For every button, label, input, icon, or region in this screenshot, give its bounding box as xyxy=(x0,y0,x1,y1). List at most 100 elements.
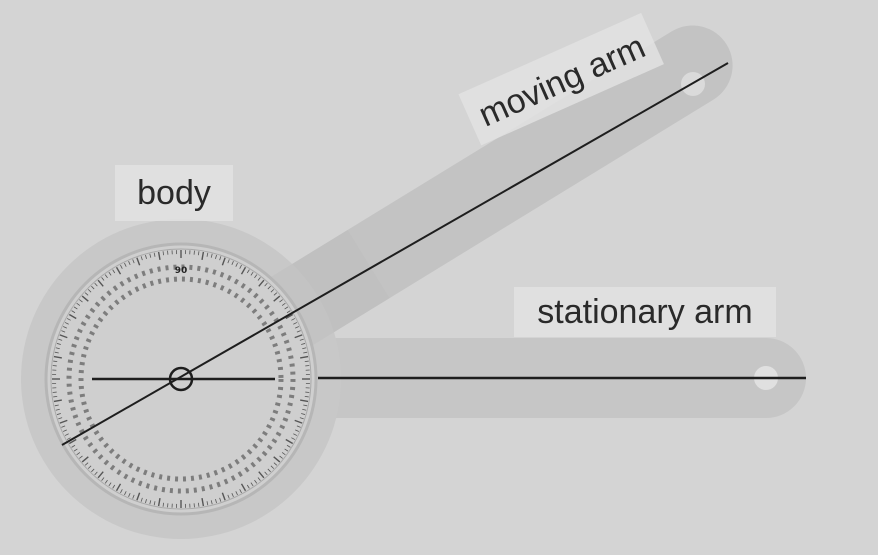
dial-tick xyxy=(198,251,200,256)
dial-tick xyxy=(240,266,247,275)
dial-tick xyxy=(59,419,68,424)
dial-tick xyxy=(153,252,156,257)
dial-tick xyxy=(128,493,131,498)
dial-tick xyxy=(58,417,63,420)
dial-tick xyxy=(250,271,254,276)
dial-tick xyxy=(124,262,127,267)
dial-tick xyxy=(221,257,226,266)
dial-tick xyxy=(257,477,261,481)
dial-tick xyxy=(136,257,141,266)
dial-scale-ring xyxy=(78,276,284,482)
dial-tick xyxy=(286,444,291,448)
dial-tick xyxy=(227,494,230,499)
dial-tick xyxy=(296,425,301,428)
dial-tick xyxy=(53,360,58,362)
dial-tick xyxy=(254,479,258,484)
dial-tick xyxy=(76,302,81,306)
dial-tick xyxy=(54,404,59,407)
dial-tick xyxy=(97,471,104,479)
dial-tick xyxy=(53,355,62,359)
dial-tick xyxy=(157,251,161,260)
dial-tick xyxy=(112,484,116,489)
dial-tick xyxy=(299,338,304,341)
dial-tick xyxy=(62,429,67,432)
dial-tick xyxy=(215,499,217,504)
dial-tick xyxy=(264,471,268,476)
dial-tick xyxy=(91,468,95,473)
dial-tick xyxy=(79,455,83,459)
dial-tick xyxy=(145,254,147,259)
dial-tick xyxy=(267,468,271,473)
dial-tick xyxy=(132,494,135,499)
dial-tick xyxy=(246,484,250,489)
dial-tick xyxy=(279,455,283,459)
stationary-arm-label: stationary arm xyxy=(537,293,752,331)
dial-tick xyxy=(210,253,213,258)
dial-tick xyxy=(149,253,152,258)
dial-tick xyxy=(273,295,281,302)
dial-tick xyxy=(286,310,291,314)
dial-tick xyxy=(246,269,250,274)
dial-tick xyxy=(94,471,98,476)
dial-tick xyxy=(120,264,123,269)
dial-tick xyxy=(301,343,306,345)
dial-tick xyxy=(302,408,307,411)
dial-tick xyxy=(64,322,69,325)
dial-tick xyxy=(206,501,209,506)
dial-tick xyxy=(257,277,261,281)
dial-tick xyxy=(104,274,108,279)
dial-tick xyxy=(301,413,306,415)
dial-tick xyxy=(87,289,92,293)
dial-tick xyxy=(115,266,122,275)
dial-tick xyxy=(76,452,81,456)
dial-tick xyxy=(206,252,209,257)
moving-arm-label-box xyxy=(458,12,664,146)
body-label: body xyxy=(137,174,211,212)
dial-tick xyxy=(112,269,116,274)
dial-tick xyxy=(291,437,296,440)
dial-tick xyxy=(279,299,283,303)
dial-tick xyxy=(108,482,112,487)
dial-tick xyxy=(304,396,309,398)
body-label-box xyxy=(115,165,233,221)
dial-tick xyxy=(56,413,61,415)
pivot-icon[interactable] xyxy=(168,366,194,392)
dial-tick xyxy=(153,501,156,506)
dial-tick xyxy=(79,299,83,303)
dial-tick xyxy=(73,306,78,310)
dial-tick xyxy=(295,326,300,329)
dial-tick xyxy=(56,343,61,345)
dial-tick xyxy=(124,491,127,496)
dial-tick xyxy=(284,448,289,452)
dial-tick xyxy=(227,259,230,264)
dial-tick xyxy=(66,437,71,440)
dial-ticks xyxy=(52,250,310,508)
dial-tick xyxy=(284,306,289,310)
dial-tick xyxy=(235,262,238,267)
dial-tick xyxy=(215,254,217,259)
dial-ring xyxy=(50,248,312,510)
dial-tick xyxy=(53,396,58,398)
dial-tick xyxy=(162,502,164,507)
dial-tick xyxy=(285,313,294,320)
dial-tick xyxy=(293,433,298,436)
dial-tick xyxy=(300,399,309,403)
dial-tick xyxy=(71,444,76,448)
dial-tick xyxy=(303,351,308,354)
dial-tick xyxy=(270,289,275,293)
dial-tick xyxy=(149,500,152,505)
dial-tick xyxy=(61,425,66,428)
dial-tick xyxy=(71,310,76,314)
dial-tick xyxy=(81,456,89,463)
dial-tick xyxy=(84,462,89,466)
dial-tick xyxy=(73,448,78,452)
dial-tick xyxy=(303,404,308,407)
dial-tick xyxy=(115,483,122,492)
dial-tick xyxy=(55,347,60,350)
dial-tick xyxy=(250,482,254,487)
dial-tick xyxy=(145,499,147,504)
dial-tick xyxy=(68,313,77,320)
dial-tick xyxy=(294,419,303,424)
dial-tick xyxy=(258,279,265,287)
dial-tick xyxy=(128,260,131,265)
